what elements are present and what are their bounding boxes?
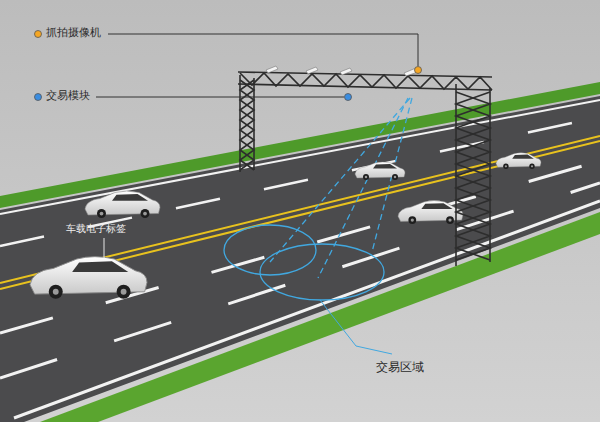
road-markings: [14, 201, 600, 418]
leader-lines: [108, 34, 418, 66]
verge: [0, 82, 600, 422]
callout-label: 抓拍摄像机: [46, 26, 101, 39]
transaction-zone: [224, 225, 316, 275]
callout-dots: [35, 94, 42, 101]
cars: [355, 162, 405, 180]
leader-lines: [104, 238, 105, 258]
cars: [30, 153, 541, 299]
callout-label: 交易区域: [376, 360, 424, 374]
callout-dots: [345, 94, 352, 101]
transaction-zone: [270, 98, 410, 262]
cars: [496, 153, 541, 169]
callout-label: 车载电子标签: [66, 223, 126, 235]
road-markings: [0, 183, 600, 378]
cars: [30, 257, 147, 299]
camera-units: [266, 66, 278, 73]
gantry: [240, 80, 254, 170]
cars: [85, 191, 160, 218]
cars: [398, 201, 463, 224]
road: [0, 96, 600, 422]
gantry: [240, 80, 254, 170]
road-markings: [0, 161, 600, 333]
leader-lines: [96, 97, 344, 98]
camera-units: [340, 68, 352, 75]
callout-label: 交易模块: [46, 89, 90, 102]
gantry: [238, 72, 492, 266]
leader-lines: [96, 34, 418, 354]
road-markings: [0, 117, 600, 246]
callout-dots: [415, 67, 422, 74]
gantry: [456, 92, 490, 260]
callout-dots: [35, 31, 42, 38]
road-markings: [0, 100, 600, 214]
gantry: [238, 72, 492, 77]
gantry: [240, 73, 492, 90]
leader-lines: [320, 300, 392, 354]
road-markings: [0, 100, 600, 418]
gantry: [253, 78, 255, 170]
camera-units: [266, 66, 418, 76]
transaction-zone: [318, 98, 408, 278]
gantry: [456, 92, 490, 260]
callout-dots: [35, 31, 422, 101]
camera-units: [306, 67, 318, 74]
